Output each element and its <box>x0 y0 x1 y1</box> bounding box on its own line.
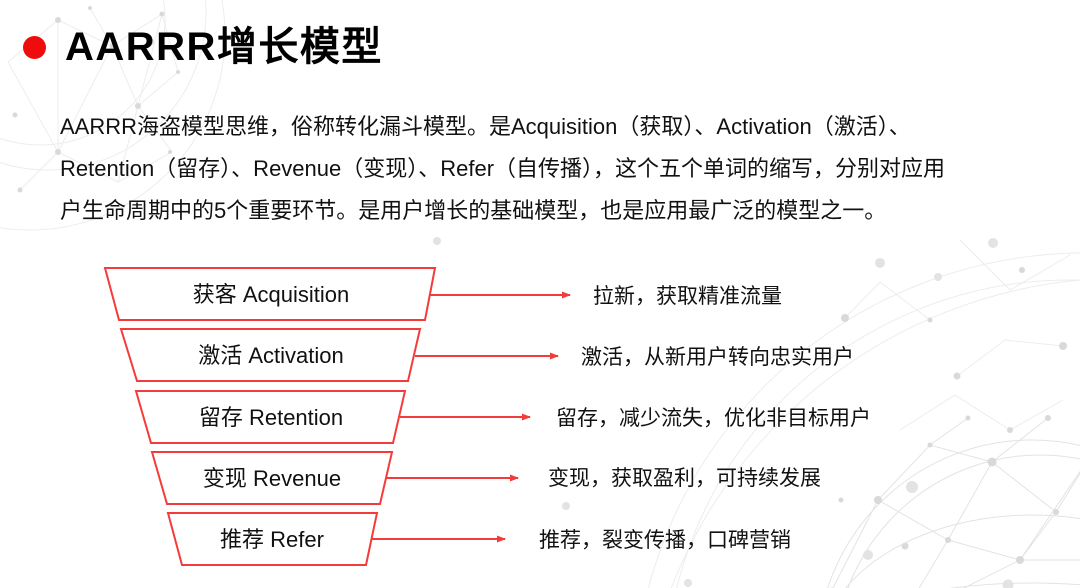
funnel-label-retention: 留存 Retention <box>199 405 343 430</box>
red-dot-bullet-icon <box>23 35 46 59</box>
right-arcs-decoration <box>647 239 1080 588</box>
funnel-description-acquisition: 拉新，获取精准流量 <box>593 285 782 308</box>
slide-header: AARRR增长模型 <box>23 20 383 74</box>
funnel-shape-acquisition <box>103 267 437 321</box>
topleft-network-decoration <box>0 0 226 231</box>
funnel-description-retention: 留存，减少流失，优化非目标用户 <box>556 407 871 430</box>
funnel-description-activation: 激活，从新用户转向忠实用户 <box>581 346 854 369</box>
funnel-shape-revenue <box>150 451 394 505</box>
funnel-description-refer: 推荐，裂变传播，口碑营销 <box>539 529 791 552</box>
funnel-shape-retention <box>134 390 407 444</box>
topleft-network-dots <box>12 6 180 193</box>
intro-line-2: Retention（留存）、Revenue（变现）、Refer（自传播），这个五… <box>60 156 946 181</box>
page-title: AARRR增长模型 <box>65 25 383 69</box>
funnel-level-retention: 留存 Retention 留存，减少流失，优化非目标用户 <box>134 390 871 444</box>
funnel-label-activation: 激活 Activation <box>198 343 344 368</box>
intro-line-1: AARRR海盗模型思维，俗称转化漏斗模型。是Acquisition（获取）、Ac… <box>60 114 911 139</box>
intro-line-3: 户生命周期中的5个重要环节。是用户增长的基础模型，也是应用最广泛的模型之一。 <box>60 198 887 223</box>
funnel-level-activation: 激活 Activation 激活，从新用户转向忠实用户 <box>119 328 854 382</box>
intro-paragraph: AARRR海盗模型思维，俗称转化漏斗模型。是Acquisition（获取）、Ac… <box>60 106 1035 232</box>
funnel-level-refer: 推荐 Refer 推荐，裂变传播，口碑营销 <box>166 512 791 566</box>
funnel-label-revenue: 变现 Revenue <box>203 466 341 491</box>
funnel-level-revenue: 变现 Revenue 变现，获取盈利，可持续发展 <box>150 451 821 505</box>
funnel-shape-refer <box>166 512 379 566</box>
funnel-shape-activation <box>119 328 422 382</box>
funnel-level-acquisition: 获客 Acquisition 拉新，获取精准流量 <box>103 267 782 321</box>
globe-dots <box>830 415 1059 588</box>
funnel-label-refer: 推荐 Refer <box>220 527 324 552</box>
funnel-label-acquisition: 获客 Acquisition <box>193 282 350 307</box>
funnel-description-revenue: 变现，获取盈利，可持续发展 <box>548 467 821 490</box>
